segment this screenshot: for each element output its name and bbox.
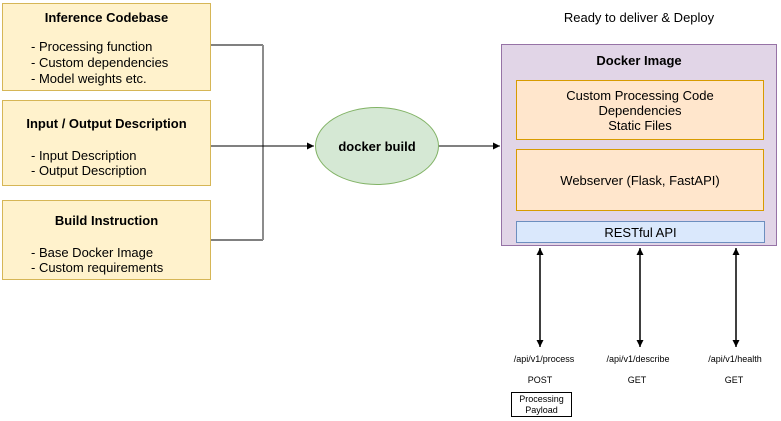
- processing-payload-box: Processing Payload: [511, 392, 572, 417]
- list-item: - Processing function: [31, 39, 153, 54]
- list-item: - Custom dependencies: [31, 55, 169, 70]
- list-item: - Model weights etc.: [31, 71, 147, 86]
- payload-line: Processing: [519, 393, 564, 404]
- layer-line: Custom Processing Code: [566, 87, 714, 103]
- build-instruction-title: Build Instruction: [54, 213, 159, 228]
- endpoint-path-health: /api/v1/health: [708, 354, 762, 364]
- custom-processing-code-layer: Custom Processing Code Dependencies Stat…: [516, 80, 764, 140]
- list-item: - Custom requirements: [31, 260, 164, 275]
- restful-api-layer: RESTful API: [516, 221, 765, 243]
- payload-line: Payload: [525, 404, 558, 415]
- input-output-description-items: - Input Description - Output Description: [3, 148, 210, 178]
- input-output-description-box: Input / Output Description - Input Descr…: [2, 100, 211, 186]
- list-item: - Output Description: [31, 163, 147, 178]
- inference-codebase-box: Inference Codebase - Processing function…: [2, 3, 211, 91]
- docker-image-box: Docker Image: [501, 44, 777, 246]
- endpoint-method-get-health: GET: [724, 375, 744, 385]
- input-output-description-title: Input / Output Description: [26, 116, 187, 131]
- endpoint-method-post: POST: [527, 375, 553, 385]
- layer-line: Dependencies: [598, 102, 682, 118]
- ready-to-deploy-label: Ready to deliver & Deploy: [563, 10, 715, 25]
- list-item: - Input Description: [31, 148, 137, 163]
- inference-codebase-title: Inference Codebase: [44, 10, 169, 25]
- docker-image-title: Docker Image: [596, 53, 682, 68]
- docker-build-ellipse: docker build: [315, 107, 439, 185]
- layer-line: Static Files: [608, 117, 672, 133]
- build-instruction-box: Build Instruction - Base Docker Image - …: [2, 200, 211, 280]
- endpoint-path-describe: /api/v1/describe: [606, 354, 670, 364]
- inference-codebase-items: - Processing function - Custom dependenc…: [3, 39, 210, 87]
- endpoint-path-process: /api/v1/process: [513, 354, 575, 364]
- docker-build-label: docker build: [338, 138, 416, 154]
- layer-line: RESTful API: [604, 224, 677, 240]
- build-instruction-items: - Base Docker Image - Custom requirement…: [3, 245, 210, 275]
- list-item: - Base Docker Image: [31, 245, 154, 260]
- layer-line: Webserver (Flask, FastAPI): [560, 172, 720, 188]
- endpoint-method-get-describe: GET: [627, 375, 647, 385]
- webserver-layer: Webserver (Flask, FastAPI): [516, 149, 764, 211]
